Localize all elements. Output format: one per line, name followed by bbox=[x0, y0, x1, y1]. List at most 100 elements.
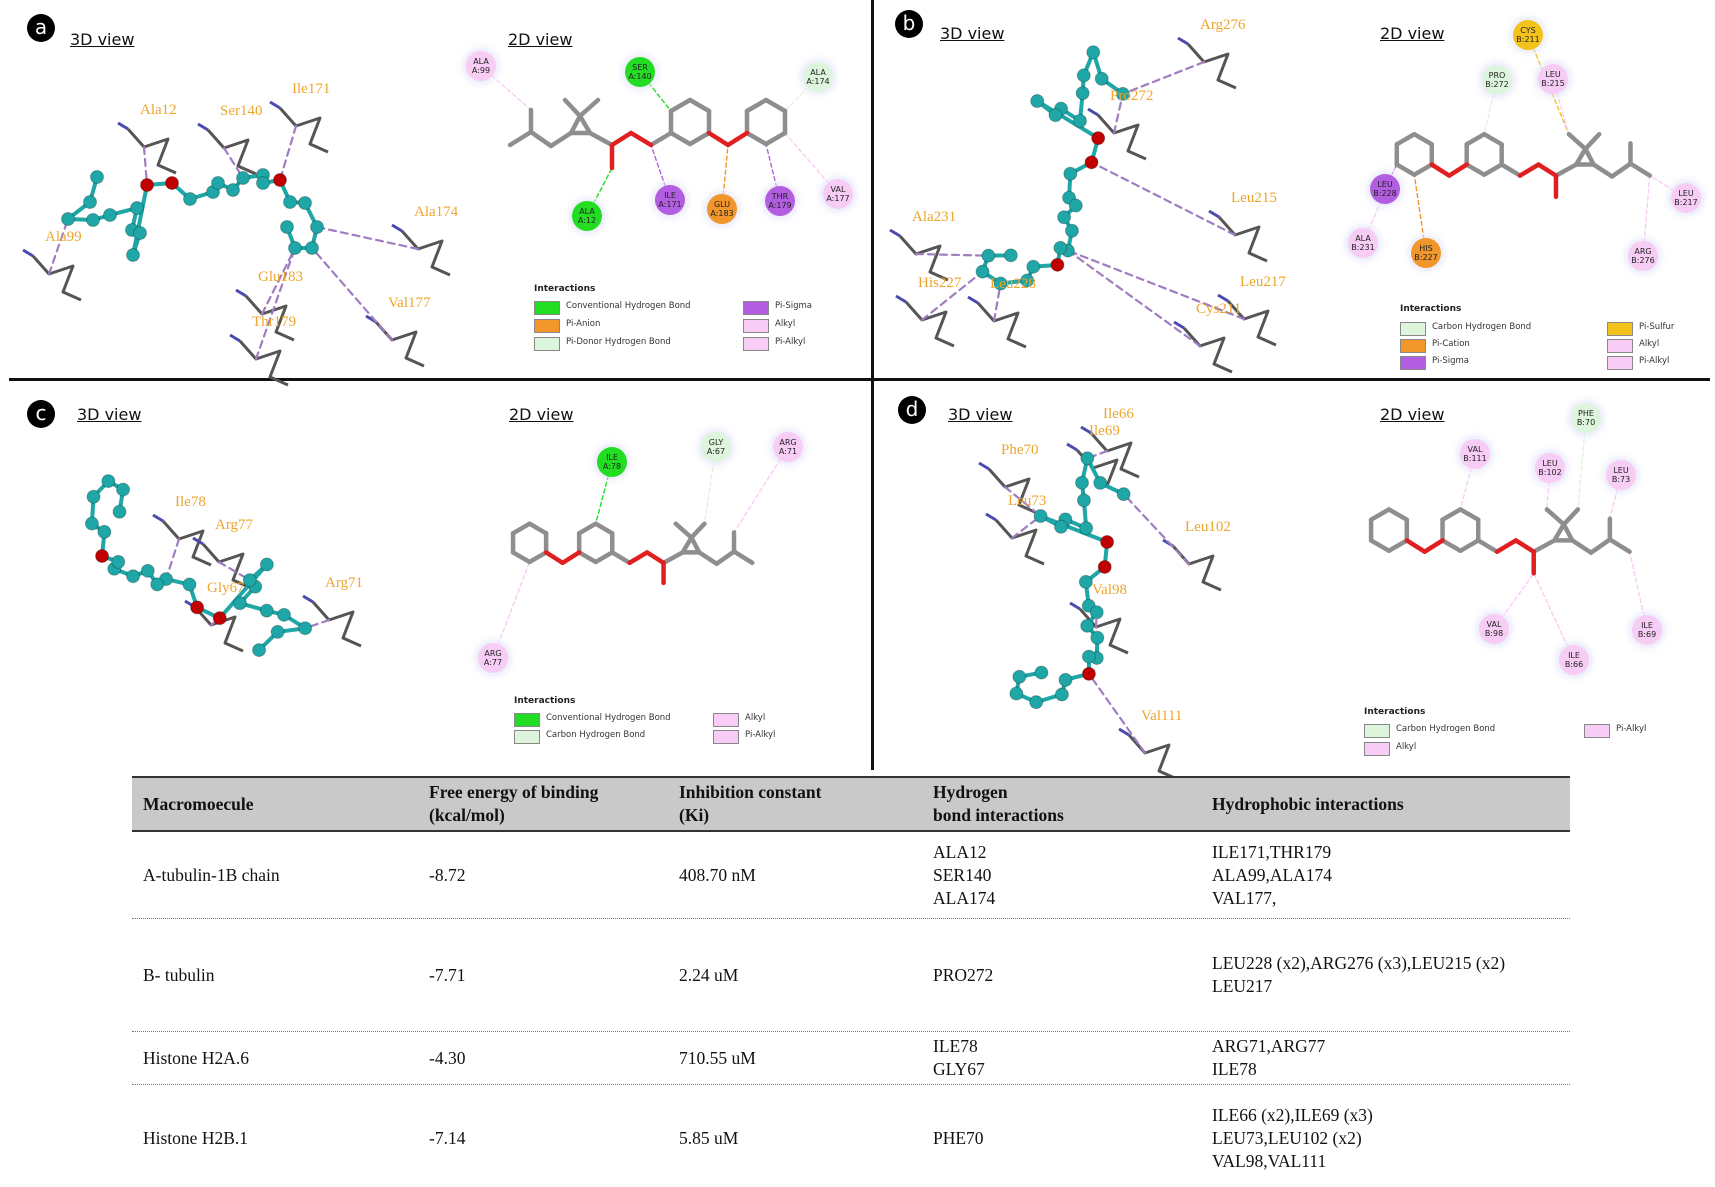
carbon-atom bbox=[259, 603, 274, 618]
interaction-dash bbox=[47, 217, 70, 276]
ligand-bond-2d bbox=[1394, 162, 1417, 177]
ligand-bond-2d bbox=[696, 550, 719, 566]
ligand-bond-2d bbox=[562, 97, 583, 119]
ligand-bond-2d bbox=[1561, 507, 1581, 527]
ligand-bond-2d bbox=[1628, 161, 1653, 178]
residue-name: VAL bbox=[1486, 620, 1502, 629]
legend-label: Alkyl bbox=[745, 713, 766, 723]
ligand-bond-2d bbox=[1481, 131, 1504, 147]
carbon-atom bbox=[277, 607, 292, 622]
residue-stick bbox=[994, 519, 1045, 566]
carbon-atom bbox=[183, 192, 197, 206]
residue-stick bbox=[1096, 114, 1147, 161]
residue-nitrogen bbox=[152, 513, 164, 523]
residue-nitrogen bbox=[967, 295, 979, 305]
interaction-dash bbox=[254, 246, 297, 361]
residue-name: SER bbox=[632, 63, 648, 72]
residue-label-3d: Ala231 bbox=[912, 209, 957, 225]
residue-id: B:69 bbox=[1637, 630, 1657, 639]
residue-label-3d: Ile69 bbox=[1089, 423, 1120, 439]
carbon-atom bbox=[1053, 240, 1068, 255]
residue-name: ALA bbox=[473, 57, 489, 66]
ligand-bond-2d bbox=[1458, 538, 1481, 554]
oxygen-atom bbox=[1081, 666, 1096, 681]
carbon-atom bbox=[1081, 649, 1096, 664]
interaction-dash bbox=[1090, 161, 1237, 237]
legend-title: Interactions bbox=[514, 696, 576, 706]
residue-stick bbox=[1089, 432, 1140, 479]
residue-nitrogen bbox=[197, 122, 209, 132]
panel-badge: b bbox=[895, 10, 923, 38]
residue-nitrogen bbox=[1208, 209, 1220, 219]
residue-label-3d: Thr179 bbox=[252, 314, 297, 330]
interaction-dash bbox=[1112, 92, 1124, 135]
ligand-oxygen-bond-2d bbox=[1429, 162, 1452, 178]
interaction-dash bbox=[1066, 249, 1202, 348]
carbon-atom bbox=[1054, 687, 1069, 702]
carbon-atom bbox=[1009, 686, 1024, 701]
residue-stick bbox=[238, 340, 289, 387]
ligand-bond-2d bbox=[528, 129, 554, 149]
view-2d-title: 2D view bbox=[1380, 405, 1445, 424]
carbon-atom bbox=[116, 482, 131, 497]
ligand-bond-2d bbox=[1588, 537, 1613, 555]
carbon-atom bbox=[150, 577, 165, 592]
legend-label: Conventional Hydrogen Bond bbox=[546, 713, 671, 723]
carbon-atom bbox=[140, 563, 155, 578]
carbon-atom bbox=[1093, 475, 1108, 490]
interaction-dash bbox=[304, 618, 331, 630]
ligand-bond-2d bbox=[548, 130, 574, 149]
residue-name: LEU bbox=[1678, 189, 1694, 198]
residue-label-3d: Gly67 bbox=[207, 580, 245, 596]
cell-line: -7.14 bbox=[429, 1127, 466, 1148]
residue-id: A:174 bbox=[806, 77, 830, 86]
carbon-atom bbox=[310, 220, 324, 234]
cell-line: 408.70 nM bbox=[679, 864, 756, 885]
residue-id: B:98 bbox=[1484, 629, 1504, 638]
oxygen-atom bbox=[190, 600, 205, 615]
ligand-bond-2d bbox=[731, 549, 755, 566]
residue-stick bbox=[904, 301, 955, 348]
carbon-atom bbox=[975, 264, 990, 279]
oxygen-atom bbox=[1084, 155, 1099, 170]
carbon-atom bbox=[236, 171, 250, 185]
residue-id: A:78 bbox=[602, 462, 622, 471]
residue-nitrogen bbox=[391, 223, 403, 233]
carbon-atom bbox=[86, 213, 100, 227]
residue-id: A:140 bbox=[628, 72, 652, 81]
carbon-atom bbox=[283, 195, 297, 209]
carbon-atom bbox=[298, 621, 313, 636]
ligand-bond-2d bbox=[673, 521, 694, 540]
residue-label-3d: Ala99 bbox=[45, 229, 82, 245]
carbon-atom bbox=[1064, 223, 1079, 238]
legend-label: Pi-Alkyl bbox=[745, 730, 776, 740]
residue-name: LEU bbox=[1545, 70, 1561, 79]
ligand-bond-2d bbox=[507, 129, 534, 148]
residue-name: ARG bbox=[1634, 247, 1652, 256]
residue-name: GLU bbox=[713, 200, 731, 209]
ligand-bond-2d bbox=[687, 97, 712, 114]
ligand-oxygen-bond-2d bbox=[627, 550, 650, 566]
cell-line: ILE78 bbox=[933, 1036, 978, 1056]
view-2d-title: 2D view bbox=[509, 405, 574, 424]
ligand-oxygen-bond-2d bbox=[543, 550, 565, 566]
ligand-bond-2d bbox=[1583, 146, 1596, 167]
residue-nitrogen bbox=[22, 248, 34, 258]
ligand-oxygen-bond-2d bbox=[609, 130, 634, 148]
legend-swatch bbox=[1584, 724, 1610, 738]
ligand-oxygen-bond-2d bbox=[1513, 538, 1536, 554]
carbon-atom bbox=[232, 596, 247, 611]
legend-label: Pi-Cation bbox=[1432, 339, 1470, 349]
residue-name: ARG bbox=[484, 649, 502, 658]
carbon-atom bbox=[111, 554, 126, 569]
cell-line: LEU217 bbox=[1212, 976, 1273, 996]
ligand-bond-2d bbox=[1394, 131, 1417, 147]
ligand-bond-2d bbox=[1368, 538, 1392, 554]
residue-stick bbox=[400, 230, 451, 277]
